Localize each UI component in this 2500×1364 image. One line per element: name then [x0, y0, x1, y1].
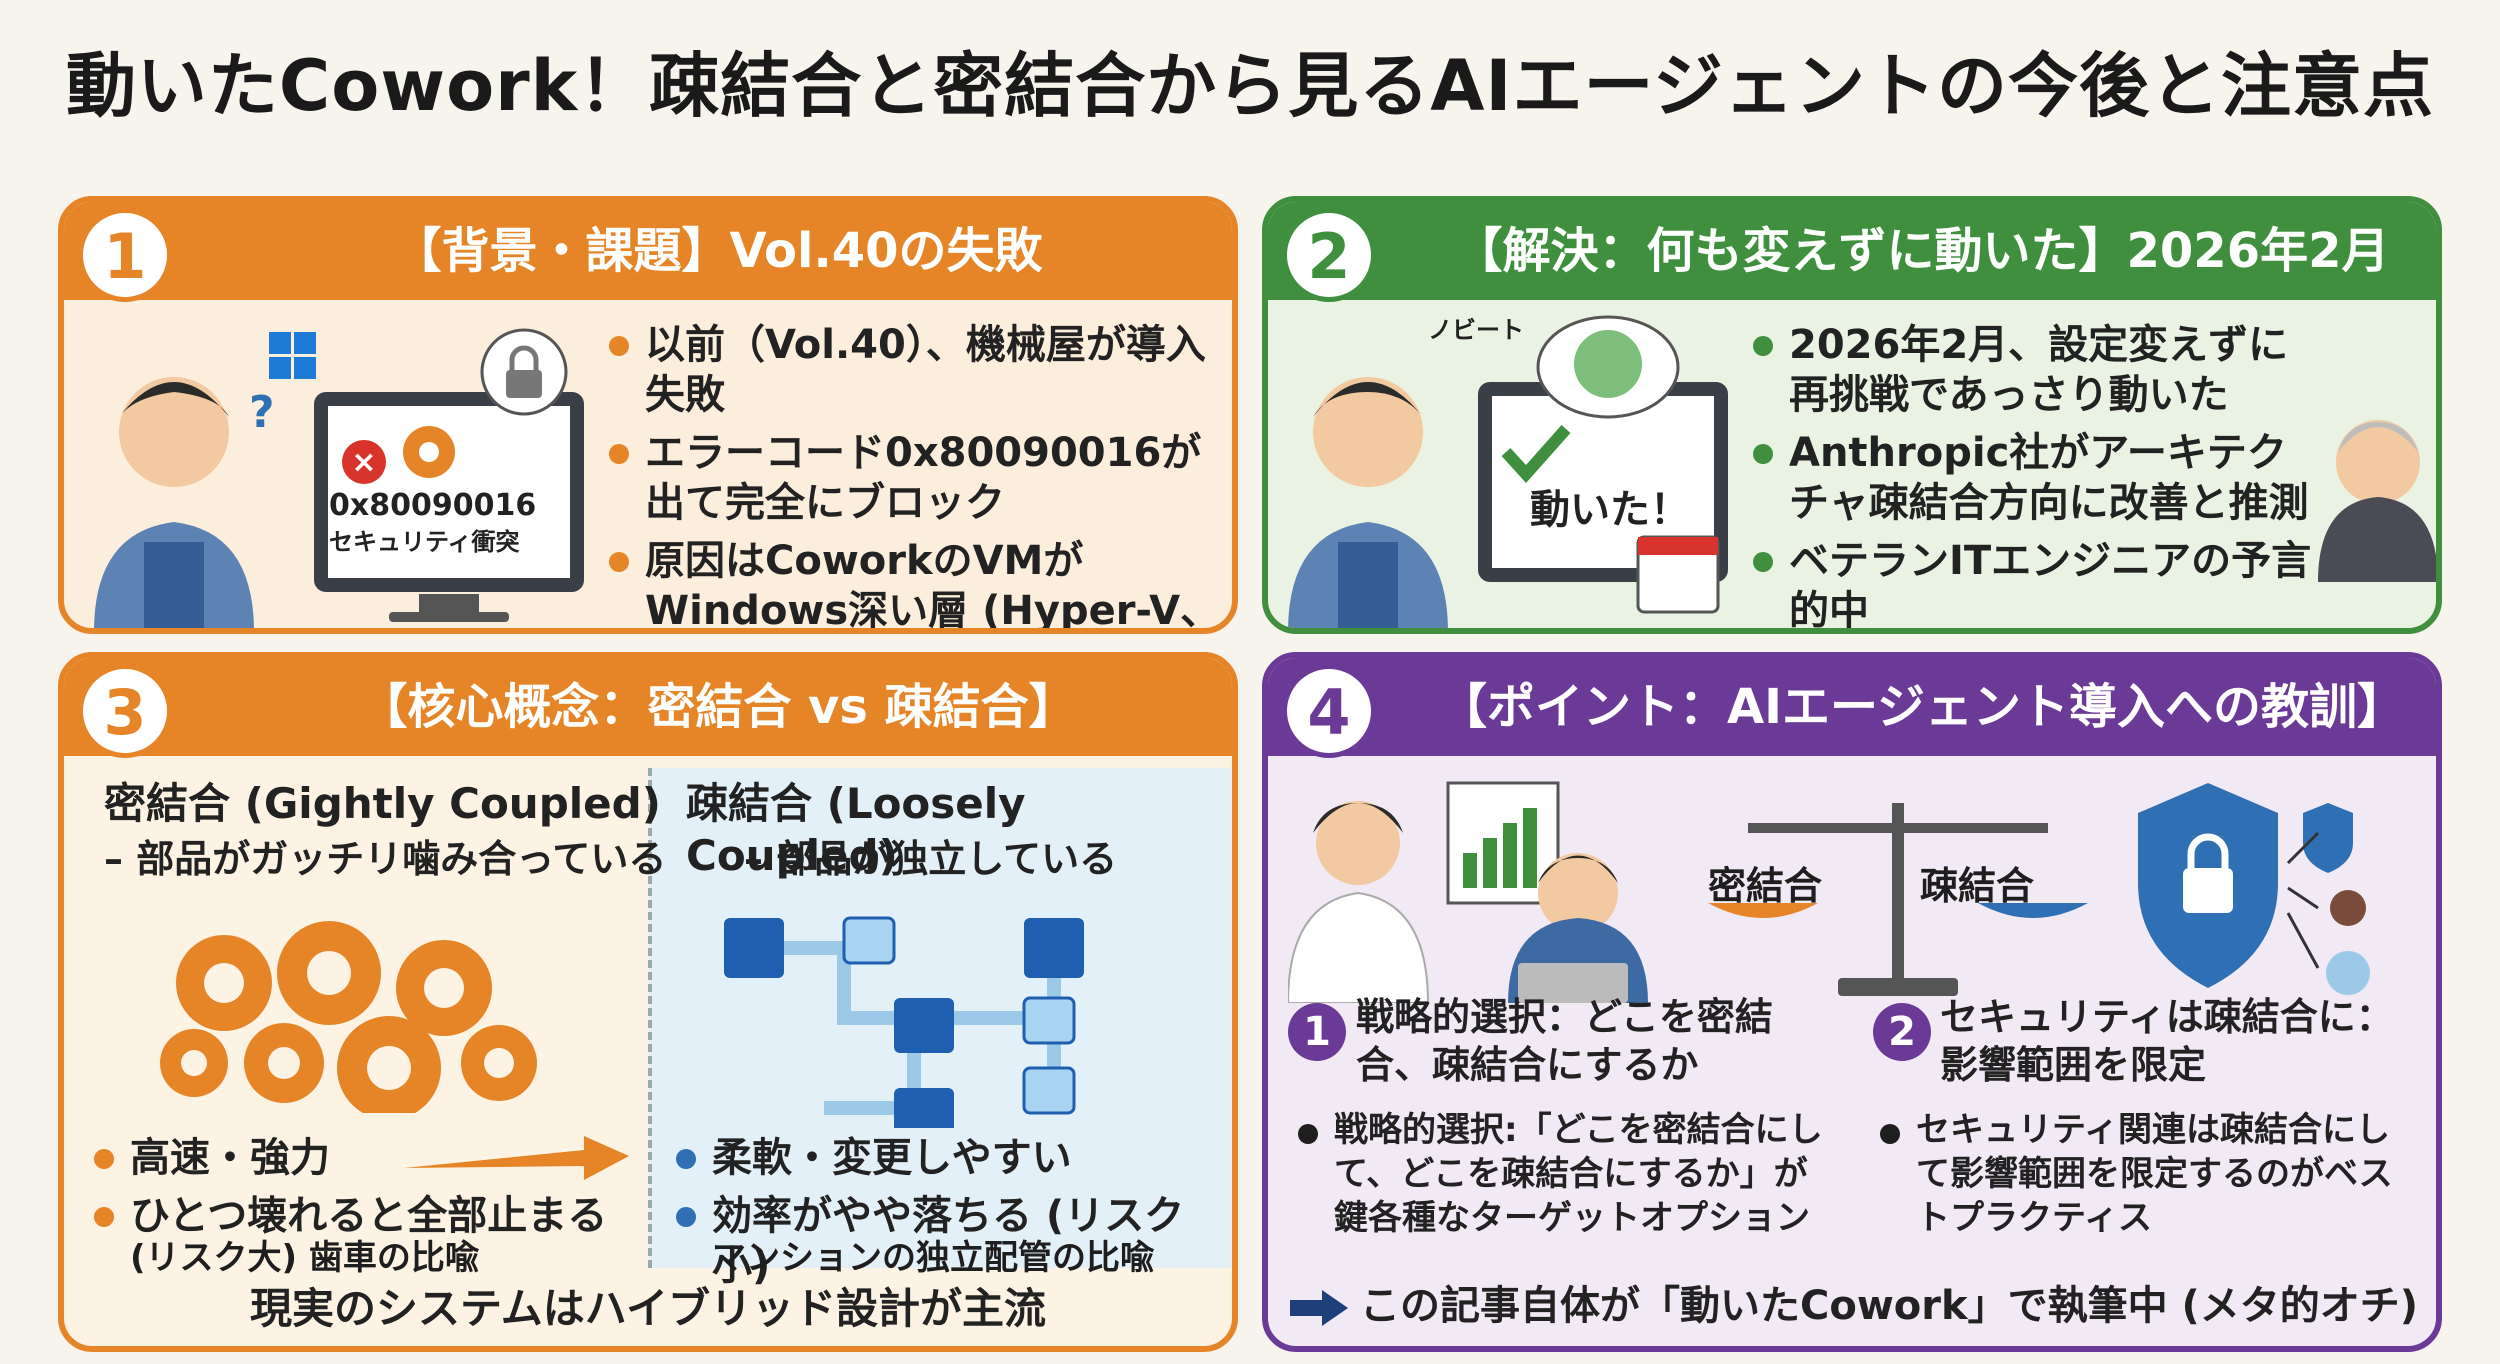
panel-header-text: 【解決：何も変えずに動いた】2026年2月 — [1454, 223, 2390, 279]
tight-note: (リスク大) 歯車の比喩 — [130, 1238, 479, 1278]
sticky-note-text: ノビート — [1428, 316, 1524, 344]
error-code-text: 0x80090016 — [329, 488, 537, 523]
list-item: 2026年2月、設定変えずに再挑戦であっさり動いた — [1753, 320, 2313, 420]
independent-pipes-illustration — [724, 916, 1084, 1128]
list-item: ひとつ壊れると全部止まる — [94, 1191, 634, 1241]
list-item: ベテランITエンジニアの予言的中 — [1753, 536, 2313, 628]
lock-icon — [506, 370, 542, 398]
screen-success-text: 動いた！ — [1530, 487, 1690, 533]
list-item: 柔軟・変更しやすい — [676, 1133, 1232, 1183]
panel-header-text: 【背景・課題】Vol.40の失敗 — [393, 223, 1043, 279]
loose-subtitle: – 部品が独立している — [744, 837, 1118, 881]
list-item: セキュリティ関連は疎結合にして影響範囲を限定するのがベストプラクティス — [1880, 1108, 2420, 1240]
brain-icon — [1574, 330, 1642, 398]
scale-left-label: 密結合 — [1708, 864, 1823, 908]
scale-icon — [1708, 803, 2088, 996]
panel-solution: 2 【解決：何も変えずに動いた】2026年2月 ノビート 動いた！ 2026年2… — [1262, 196, 2442, 634]
error-icon — [342, 440, 386, 484]
panel-background-issue: 1 【背景・課題】Vol.40の失敗 × ? 0x80090016 セキュリティ… — [58, 196, 1238, 634]
page-title: 動いたCowork！疎結合と密結合から見るAIエージェントの今後と注意点 — [65, 45, 2435, 127]
security-shield-illustration — [2138, 783, 2370, 995]
panel-lessons: 4 【ポイント：AIエージェント導入への教訓】 密結合 疎結合 1 戦略的選択：… — [1262, 652, 2442, 1352]
arrow-right-icon — [404, 1136, 629, 1180]
happy-worker-illustration — [1288, 315, 1728, 628]
point-1-bullet: 戦略的選択:「どこを密結合にして、どこを疎結合にするか」が鍵各種なターゲットオプ… — [1298, 1108, 1838, 1248]
virus-icon — [2330, 890, 2366, 926]
loose-note: マンションの独立配管の比喩 — [712, 1238, 1154, 1278]
worried-worker-illustration: × ? — [94, 328, 584, 628]
tight-title: 密結合 (Gightly Coupled) — [104, 779, 661, 828]
gears-illustration — [160, 921, 537, 1113]
svg-text:×: × — [351, 445, 376, 480]
list-item: エラーコード0x80090016が出て完全にブロック — [609, 428, 1224, 528]
panel-header: 2 【解決：何も変えずに動いた】2026年2月 — [1268, 202, 2436, 302]
point-1-title: 戦略的選択：どこを密結合、疎結合にするか — [1356, 995, 1773, 1087]
list-item: 効率がやや落ちる (リスク小) — [676, 1191, 1232, 1291]
panel-header: 4 【ポイント：AIエージェント導入への教訓】 — [1268, 658, 2436, 758]
windows-icon — [269, 332, 316, 379]
panel-footer: この記事自体が「動いたCowork」で執筆中 (メタ的オチ) — [1360, 1283, 2419, 1329]
list-item: 以前（Vol.40）、機械屋が導入失敗 — [609, 320, 1224, 420]
list-item: 戦略的選択:「どこを密結合にして、どこを疎結合にするか」が鍵各種なターゲットオプ… — [1298, 1108, 1838, 1240]
panel-header: 3 【核心概念：密結合 vs 疎結合】 — [64, 658, 1232, 758]
point-2-title: セキュリティは疎結合に：影響範囲を限定 — [1940, 995, 2394, 1087]
lock-icon — [2183, 868, 2233, 913]
issue-bullet-list: 以前（Vol.40）、機械屋が導入失敗 エラーコード0x80090016が出て完… — [609, 320, 1224, 628]
doctor-and-engineer-illustration — [1288, 781, 1648, 1003]
panel-number: 1 — [78, 208, 172, 302]
panel-number: 3 — [78, 664, 172, 758]
scale-right-label: 疎結合 — [1920, 864, 2035, 908]
panel-number: 2 — [1282, 208, 1376, 302]
tight-subtitle: – 部品がガッチリ噛み合っている — [104, 837, 667, 881]
list-item: 高速・強力 — [94, 1133, 634, 1183]
panel-header-text: 【ポイント：AIエージェント導入への教訓】 — [1438, 679, 2406, 735]
point-2-bullet: セキュリティ関連は疎結合にして影響範囲を限定するのがベストプラクティス — [1880, 1108, 2420, 1248]
panel-header-text: 【核心概念：密結合 vs 疎結合】 — [359, 679, 1077, 735]
veteran-engineer-illustration — [2318, 420, 2436, 582]
panel-header: 1 【背景・課題】Vol.40の失敗 — [64, 202, 1232, 302]
tight-bullet-list: 高速・強力 ひとつ壊れると全部止まる — [94, 1133, 634, 1249]
panel-core-concept: 3 【核心概念：密結合 vs 疎結合】 密結合 (Gightly Coupled… — [58, 652, 1238, 1352]
loose-bullet-list: 柔軟・変更しやすい 効率がやや落ちる (リスク小) — [676, 1133, 1232, 1299]
list-item: 原因はCoworkのVMがWindows深い層 (Hyper-V、暗号鍵) に密… — [609, 536, 1224, 628]
arrow-right-icon — [1290, 1290, 1348, 1326]
list-item: Anthropic社がアーキテクチャ疎結合方向に改善と推測 — [1753, 428, 2313, 528]
panel-number: 4 — [1282, 664, 1376, 758]
error-label-text: セキュリティ衝突 — [329, 528, 520, 556]
panel-footer: 現実のシステムはハイブリッド設計が主流 — [250, 1284, 1046, 1333]
calendar-icon — [1636, 535, 1720, 614]
divider — [648, 768, 652, 1268]
question-mark-icon: ? — [249, 387, 275, 438]
point-number-1: 1 — [1288, 1003, 1346, 1061]
point-number-2: 2 — [1873, 1003, 1931, 1061]
loose-title: 疎結合 (Loosely Coupled) — [686, 779, 1026, 880]
check-icon — [1501, 425, 1571, 483]
small-shield-icon — [2303, 803, 2353, 873]
solution-bullet-list: 2026年2月、設定変えずに再挑戦であっさり動いた Anthropic社がアーキ… — [1753, 320, 2313, 628]
blocked-virus-icon — [2326, 951, 2370, 995]
